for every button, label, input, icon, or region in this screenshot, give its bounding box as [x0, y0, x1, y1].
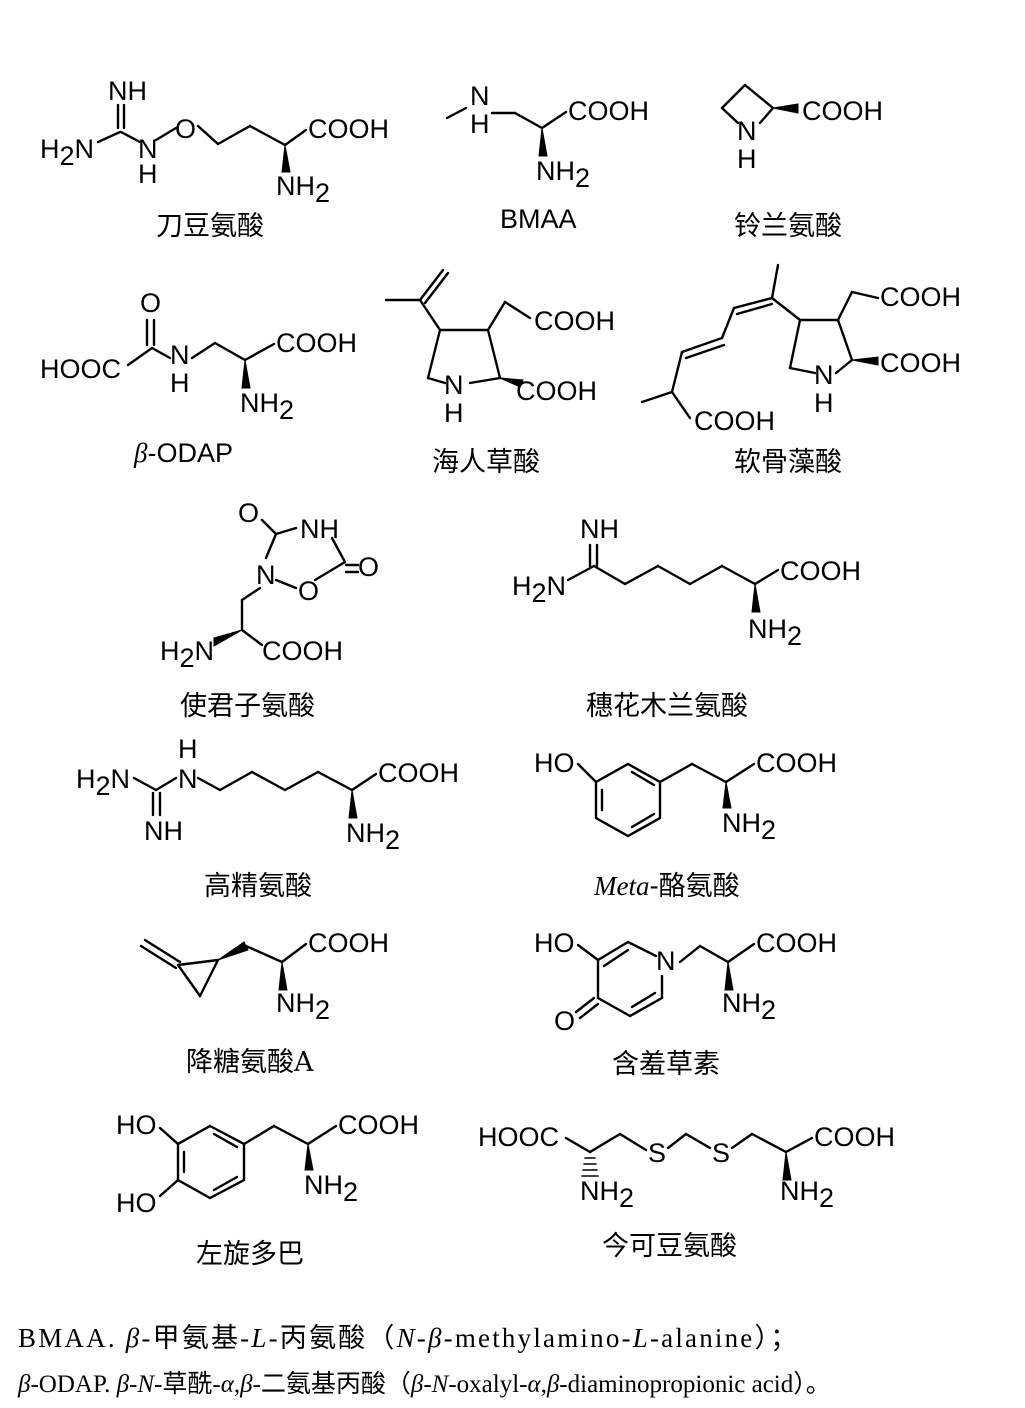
- ldopa-structure: HO HO COOH NH2: [116, 1110, 419, 1218]
- atom-nh2: NH2: [276, 988, 330, 1025]
- label-mtyrosine: Meta-酪氨酸: [594, 871, 740, 902]
- atom-cooh: COOH: [780, 556, 861, 586]
- atom-n: N: [656, 946, 676, 976]
- atom-cooh: COOH: [568, 96, 649, 126]
- atom-o: O: [554, 1006, 575, 1036]
- atom-n: N: [170, 340, 190, 370]
- atom-cooh: COOH: [802, 96, 883, 126]
- atom-nh2-2: NH2: [780, 1176, 834, 1213]
- atom-h: H: [138, 159, 158, 189]
- homoarginine-structure: H H2N N NH COOH NH2: [76, 734, 459, 855]
- domoic-structure: COOH N H COOH COOH: [640, 263, 961, 436]
- atom-nh2: NH2: [722, 988, 776, 1025]
- canavanine-structure: NH H2N N H O COOH NH2: [40, 76, 389, 208]
- atom-nh2: NH2: [346, 818, 400, 855]
- atom-n: N: [470, 81, 490, 111]
- atom-cooh: COOH: [814, 1122, 895, 1152]
- label-odap: β-ODAP: [134, 438, 233, 468]
- atom-h: H: [444, 398, 464, 428]
- label-mimosine: 含羞草素: [612, 1049, 720, 1080]
- atom-n: N: [256, 560, 276, 590]
- indospicine-structure: NH H2N COOH NH2: [512, 514, 861, 651]
- label-hypoglycin: 降糖氨酸A: [186, 1047, 314, 1078]
- atom-o: O: [140, 288, 161, 318]
- atom-h2n: H2N: [40, 134, 94, 171]
- label-homoarginine: 高精氨酸: [204, 871, 312, 902]
- atom-nh2: NH2: [240, 388, 294, 425]
- hypoglycin-structure: COOH NH2: [139, 928, 389, 1025]
- atom-ho-2: HO: [116, 1188, 157, 1218]
- atom-o: O: [238, 498, 259, 528]
- atom-n: N: [814, 360, 834, 390]
- atom-cooh: COOH: [534, 306, 615, 336]
- atom-ho: HO: [116, 1110, 157, 1140]
- atom-nh2: NH2: [580, 1176, 634, 1213]
- kainic-structure: COOH N H COOH: [384, 268, 615, 428]
- bmaa-structure: N H COOH NH2: [445, 81, 649, 193]
- atom-cooh-2: COOH: [880, 348, 961, 378]
- atom-nh2: NH2: [536, 156, 590, 193]
- atom-nh2: NH2: [722, 808, 776, 845]
- atom-s-2: S: [712, 1138, 730, 1168]
- label-ldopa: 左旋多巴: [196, 1239, 304, 1270]
- atom-n: N: [444, 370, 464, 400]
- atom-nh: NH: [144, 816, 183, 846]
- quisqualic-structure: O NH O N O H2N COOH: [160, 498, 379, 673]
- atom-o: O: [175, 114, 196, 144]
- footnote-odap: β-ODAP. β-N-草酰-α,β-二氨基丙酸（β-N-oxalyl-α,β-…: [18, 1371, 831, 1398]
- atom-hooc: HOOC: [40, 354, 121, 384]
- atom-h2n: H2N: [160, 636, 214, 673]
- atom-h2n: H2N: [76, 764, 130, 801]
- atom-nh2: NH2: [276, 171, 330, 208]
- atom-h: H: [737, 144, 757, 174]
- atom-n: N: [178, 764, 198, 794]
- azetidine-structure: N H COOH: [720, 83, 883, 174]
- atom-ho: HO: [534, 928, 575, 958]
- label-quisqualic: 使君子氨酸: [180, 691, 315, 722]
- label-kainic: 海人草酸: [432, 447, 540, 478]
- mtyrosine-structure: HO COOH NH2: [534, 748, 837, 845]
- atom-h: H: [178, 734, 198, 764]
- atom-cooh: COOH: [880, 282, 961, 312]
- atom-cooh: COOH: [378, 758, 459, 788]
- atom-cooh: COOH: [756, 748, 837, 778]
- atom-n: N: [737, 116, 757, 146]
- label-bmaa: BMAA: [500, 204, 577, 234]
- atom-o-2: O: [358, 552, 379, 582]
- atom-h2n: H2N: [512, 571, 566, 608]
- atom-n: N: [138, 134, 158, 164]
- atom-h: H: [814, 388, 834, 418]
- label-indospicine: 穗花木兰氨酸: [586, 691, 748, 722]
- atom-o-3: O: [298, 576, 319, 606]
- atom-s: S: [648, 1138, 666, 1168]
- label-djenkolic: 今可豆氨酸: [602, 1231, 737, 1262]
- atom-cooh: COOH: [308, 114, 389, 144]
- footnote-bmaa: BMAA. β-甲氨基-L-丙氨酸（N-β-methylamino-L-alan…: [18, 1323, 800, 1353]
- atom-nh: NH: [108, 76, 147, 106]
- atom-cooh-2: COOH: [516, 376, 597, 406]
- atom-cooh: COOH: [262, 636, 343, 666]
- label-domoic: 软骨藻酸: [734, 447, 842, 478]
- atom-h: H: [470, 109, 490, 139]
- atom-nh2: NH2: [304, 1170, 358, 1207]
- atom-nh: NH: [580, 514, 619, 544]
- label-azetidine: 铃兰氨酸: [734, 211, 842, 242]
- atom-cooh: COOH: [338, 1110, 419, 1140]
- atom-cooh-3: COOH: [694, 406, 775, 436]
- atom-cooh: COOH: [756, 928, 837, 958]
- djenkolic-structure: HOOC NH2 S S COOH NH2: [478, 1122, 895, 1213]
- atom-nh2: NH2: [748, 614, 802, 651]
- atom-cooh: COOH: [308, 928, 389, 958]
- mimosine-structure: HO N O COOH NH2: [534, 928, 837, 1036]
- atom-h: H: [170, 368, 190, 398]
- odap-structure: O HOOC N H COOH NH2: [40, 288, 357, 425]
- atom-ho: HO: [534, 748, 575, 778]
- atom-hooc: HOOC: [478, 1122, 559, 1152]
- label-canavanine: 刀豆氨酸: [156, 211, 264, 242]
- atom-cooh: COOH: [276, 328, 357, 358]
